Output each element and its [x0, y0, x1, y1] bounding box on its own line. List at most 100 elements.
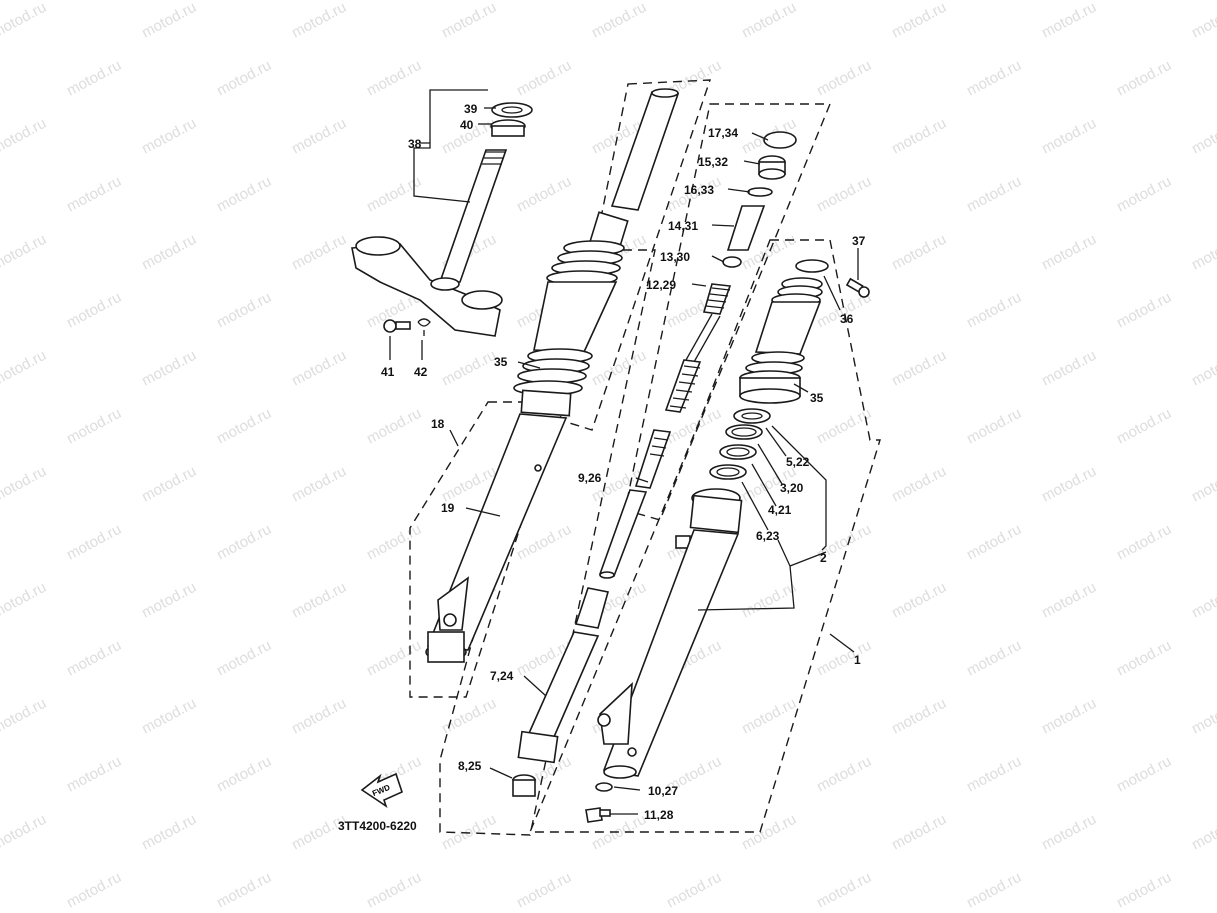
watermark-text: motod.ru	[0, 695, 49, 738]
watermark-text: motod.ru	[664, 869, 724, 912]
watermark-text: motod.ru	[1189, 695, 1217, 738]
callout-39: 39	[464, 102, 478, 116]
right-dust-boot	[709, 259, 870, 480]
watermark-text: motod.ru	[964, 173, 1024, 216]
inner-tube-outline	[559, 79, 711, 431]
watermark-text: motod.ru	[1039, 695, 1099, 738]
watermark-text: motod.ru	[364, 521, 424, 564]
callout-1: 1	[854, 653, 861, 667]
clip-36	[795, 259, 829, 273]
callout-labels: 39 40 38 41 42 35 18 19 17,34 15,32 16,3…	[381, 102, 866, 822]
watermark-text: motod.ru	[1039, 811, 1099, 854]
watermark-text: motod.ru	[214, 753, 274, 796]
bolt-41-head	[383, 319, 397, 333]
fork-top-collar-left	[520, 389, 572, 417]
watermark-text: motod.ru	[814, 869, 874, 912]
watermark-text: motod.ru	[1189, 0, 1217, 42]
watermark-text: motod.ru	[1189, 115, 1217, 158]
watermark-text: motod.ru	[289, 231, 349, 274]
watermark-text: motod.ru	[889, 0, 949, 42]
watermark-text: motod.ru	[1039, 579, 1099, 622]
callout-40: 40	[460, 118, 474, 132]
watermark-text: motod.ru	[364, 869, 424, 912]
watermark-text: motod.ru	[364, 57, 424, 100]
callout-35-right: 35	[810, 391, 824, 405]
watermark-text: motod.ru	[1189, 347, 1217, 390]
callout-35-left: 35	[494, 355, 508, 369]
callout-6-23: 6,23	[756, 529, 780, 543]
under-bracket	[351, 243, 501, 337]
watermark-text: motod.ru	[1114, 289, 1174, 332]
watermark-text: motod.ru	[139, 231, 199, 274]
drain-bolt-11-28	[585, 807, 603, 823]
watermark-text: motod.ru	[1189, 231, 1217, 274]
watermark-text: motod.ru	[1039, 115, 1099, 158]
watermark-text: motod.ru	[289, 115, 349, 158]
callout-2: 2	[820, 551, 827, 565]
right-outer-tube-body	[602, 529, 740, 777]
bolt-41-shank	[395, 321, 411, 330]
bracket-left-clamp	[355, 236, 401, 256]
watermark-text: motod.ru	[814, 405, 874, 448]
watermark-text: motod.ru	[0, 0, 49, 42]
watermark-text: motod.ru	[64, 57, 124, 100]
steering-stem-shaft	[438, 149, 508, 283]
watermark-text: motod.ru	[214, 173, 274, 216]
watermark-text: motod.ru	[1114, 521, 1174, 564]
watermark-text: motod.ru	[589, 347, 649, 390]
watermark-text: motod.ru	[739, 0, 799, 42]
dust-seal-5-22	[733, 408, 771, 424]
watermark-text: motod.ru	[439, 347, 499, 390]
dust-boot-bellows-left	[546, 240, 625, 286]
left-outer-tube	[425, 413, 568, 663]
bracket-stem-boss	[430, 277, 460, 291]
stem-thread	[482, 151, 506, 165]
watermark-text: motod.ru	[1114, 637, 1174, 680]
watermark-text: motod.ru	[64, 289, 124, 332]
callout-14-31: 14,31	[668, 219, 698, 233]
watermark-text: motod.ru	[514, 869, 574, 912]
dust-boot-body-left	[533, 281, 618, 353]
watermark-text: motod.ru	[1039, 0, 1099, 42]
watermark-text: motod.ru	[1114, 753, 1174, 796]
watermark-text: motod.ru	[139, 115, 199, 158]
watermark-text: motod.ru	[214, 57, 274, 100]
watermark-text: motod.ru	[964, 753, 1024, 796]
watermark-text: motod.ru	[214, 637, 274, 680]
ring-nut-39	[491, 102, 533, 118]
watermark-text: motod.ru	[514, 57, 574, 100]
watermark-text: motod.ru	[139, 811, 199, 854]
watermark-text: motod.ru	[364, 405, 424, 448]
damper-internals	[574, 131, 797, 629]
right-fork-axle-lug	[599, 682, 633, 745]
right-outer-tube	[585, 488, 743, 823]
watermark-text: motod.ru	[1114, 173, 1174, 216]
watermark-text: motod.ru	[739, 579, 799, 622]
callout-5-22: 5,22	[786, 455, 810, 469]
right-axle-hole	[597, 713, 611, 727]
watermark-text: motod.ru	[1114, 869, 1174, 912]
watermark-text: motod.ru	[739, 695, 799, 738]
left-axle-hole	[443, 613, 457, 627]
watermark-text: motod.ru	[0, 463, 49, 506]
callout-11-28: 11,28	[644, 808, 674, 822]
oil-seal-4-21	[719, 444, 757, 460]
callout-38: 38	[408, 137, 422, 151]
inner-tube-top	[651, 88, 679, 98]
watermark-text: motod.ru	[64, 753, 124, 796]
watermark-text: motod.ru	[889, 811, 949, 854]
watermark-text: motod.ru	[139, 579, 199, 622]
watermark-text: motod.ru	[0, 579, 49, 622]
callout-37: 37	[852, 234, 866, 248]
watermark-text: motod.ru	[214, 289, 274, 332]
watermark-text: motod.ru	[289, 0, 349, 42]
watermark-text: motod.ru	[1039, 231, 1099, 274]
watermark-text: motod.ru	[514, 173, 574, 216]
callout-41: 41	[381, 365, 395, 379]
watermark-text: motod.ru	[214, 521, 274, 564]
watermark-text: motod.ru	[1189, 463, 1217, 506]
outer-tube-group-outline	[439, 249, 656, 836]
watermark-text: motod.ru	[889, 579, 949, 622]
o-ring-16-33	[747, 187, 773, 197]
